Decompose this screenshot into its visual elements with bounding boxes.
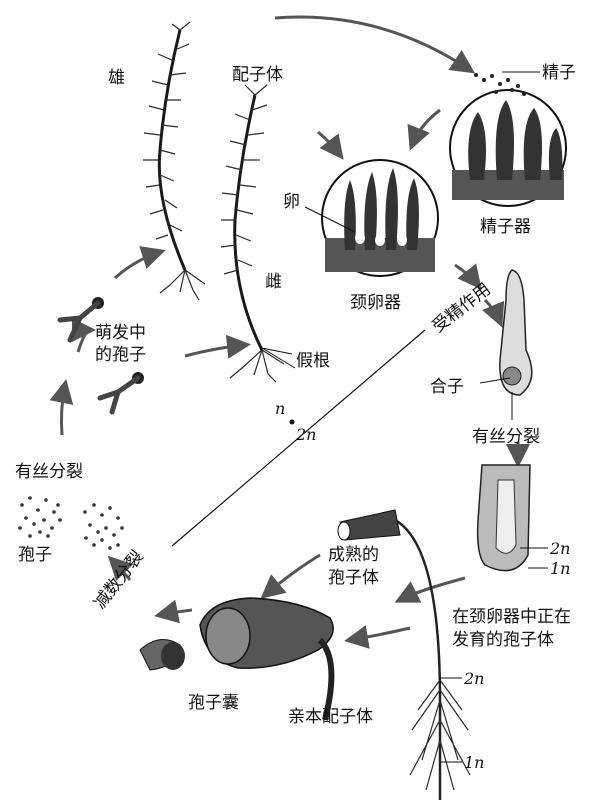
label-mitosis-left: 有丝分裂 bbox=[15, 462, 83, 482]
male-gametophyte-illustration bbox=[143, 22, 205, 300]
arrow-fertilization-2 bbox=[485, 300, 500, 322]
female-gametophyte-illustration bbox=[221, 85, 284, 382]
label-egg: 卵 bbox=[283, 192, 300, 212]
label-zygote: 合子 bbox=[430, 377, 464, 397]
label-meiosis: 减数分裂 bbox=[90, 547, 148, 613]
label-spores: 孢子 bbox=[18, 545, 52, 565]
label-germinating-spore-2: 的孢子 bbox=[95, 345, 146, 365]
label-germinating-spore-1: 萌发中 bbox=[95, 323, 146, 343]
arrow-to-female bbox=[185, 345, 245, 356]
ploidy-divider-dot bbox=[290, 420, 295, 425]
arrow-developing-to-capsule bbox=[350, 628, 410, 640]
label-mitosis-right: 有丝分裂 bbox=[472, 427, 540, 447]
arrow-fertilization-1 bbox=[455, 265, 478, 285]
label-archegonium: 颈卵器 bbox=[350, 293, 401, 313]
label-fertilization: 受精作用 bbox=[429, 279, 495, 337]
archegonium-illustration bbox=[322, 160, 438, 276]
label-ploidy-2n: 2n bbox=[295, 425, 316, 444]
label-gametophyte: 配子体 bbox=[232, 65, 283, 85]
label-parent-gametophyte: 亲本配子体 bbox=[288, 707, 373, 727]
label-plant-2n: 2n bbox=[463, 669, 484, 688]
arrow-to-archegonium bbox=[318, 132, 340, 155]
label-male: 雄 bbox=[108, 68, 125, 88]
label-developing-2: 发育的孢子体 bbox=[452, 630, 554, 650]
arrow-spores-up bbox=[61, 385, 65, 435]
label-mature-sporophyte-2: 孢子体 bbox=[328, 568, 379, 588]
label-embryo-2n: 2n bbox=[549, 539, 570, 558]
antheridium-illustration bbox=[450, 90, 566, 206]
label-sperm: 精子 bbox=[542, 63, 576, 83]
label-antheridium: 精子器 bbox=[480, 217, 531, 237]
label-developing-1: 在颈卵器中正在 bbox=[452, 607, 571, 627]
label-ploidy-n: n bbox=[275, 399, 285, 418]
arrow-capsule-to-meiosis bbox=[160, 610, 192, 615]
label-mature-sporophyte-1: 成熟的 bbox=[328, 544, 379, 565]
arrow-to-antheridium bbox=[412, 110, 440, 145]
zygote-illustration bbox=[500, 270, 532, 395]
label-plant-1n: 1n bbox=[464, 753, 484, 772]
developing-sporophyte-illustration bbox=[478, 465, 530, 571]
label-rhizoid: 假根 bbox=[296, 351, 330, 371]
arrow-to-male bbox=[115, 252, 160, 278]
arrow-mature-to-capsule bbox=[265, 555, 320, 595]
label-female: 雌 bbox=[265, 272, 282, 292]
arrow-germination-up bbox=[78, 330, 90, 352]
label-embryo-1n: 1n bbox=[550, 559, 570, 578]
arrow-to-sperm bbox=[275, 17, 470, 70]
label-capsule: 孢子囊 bbox=[188, 693, 239, 713]
spores-illustration bbox=[18, 496, 124, 550]
